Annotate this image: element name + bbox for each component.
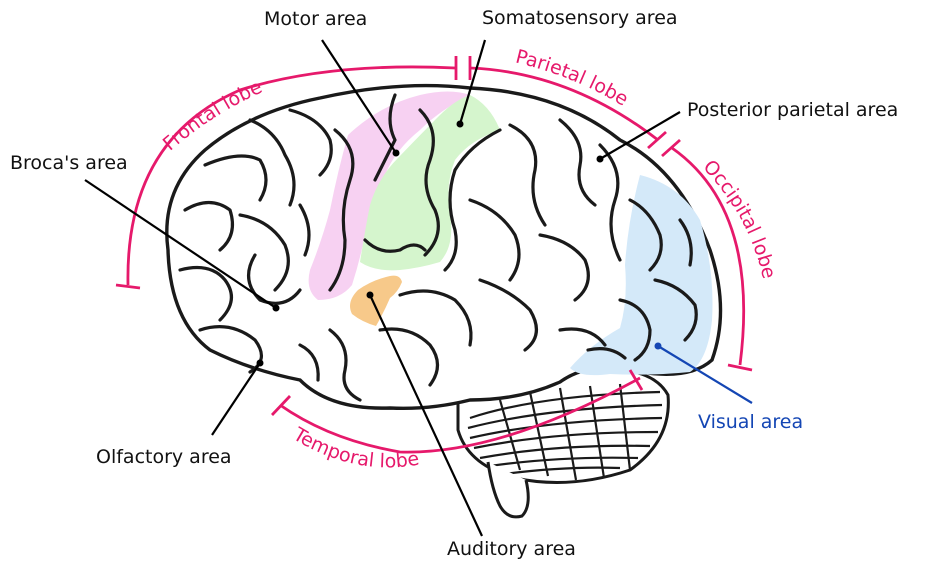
broca-dot	[273, 305, 280, 312]
somatosensory-dot	[457, 121, 464, 128]
olfactory-dot	[257, 360, 264, 367]
visual-dot	[655, 343, 662, 350]
auditory-area-label: Auditory area	[447, 538, 576, 560]
temporal-lobe-label: Temporal lobe	[289, 423, 421, 473]
olfactory-leader	[212, 363, 260, 435]
auditory-dot	[367, 292, 374, 299]
posterior-parietal-dot	[597, 156, 604, 163]
visual-area-label: Visual area	[698, 411, 803, 433]
olfactory-area-label: Olfactory area	[96, 446, 232, 468]
posterior-parietal-area-label: Posterior parietal area	[687, 99, 898, 121]
somatosensory-area-label: Somatosensory area	[482, 7, 678, 29]
motor-area-label: Motor area	[264, 8, 367, 30]
broca-area-label: Broca's area	[10, 152, 128, 174]
motor-dot	[393, 150, 400, 157]
